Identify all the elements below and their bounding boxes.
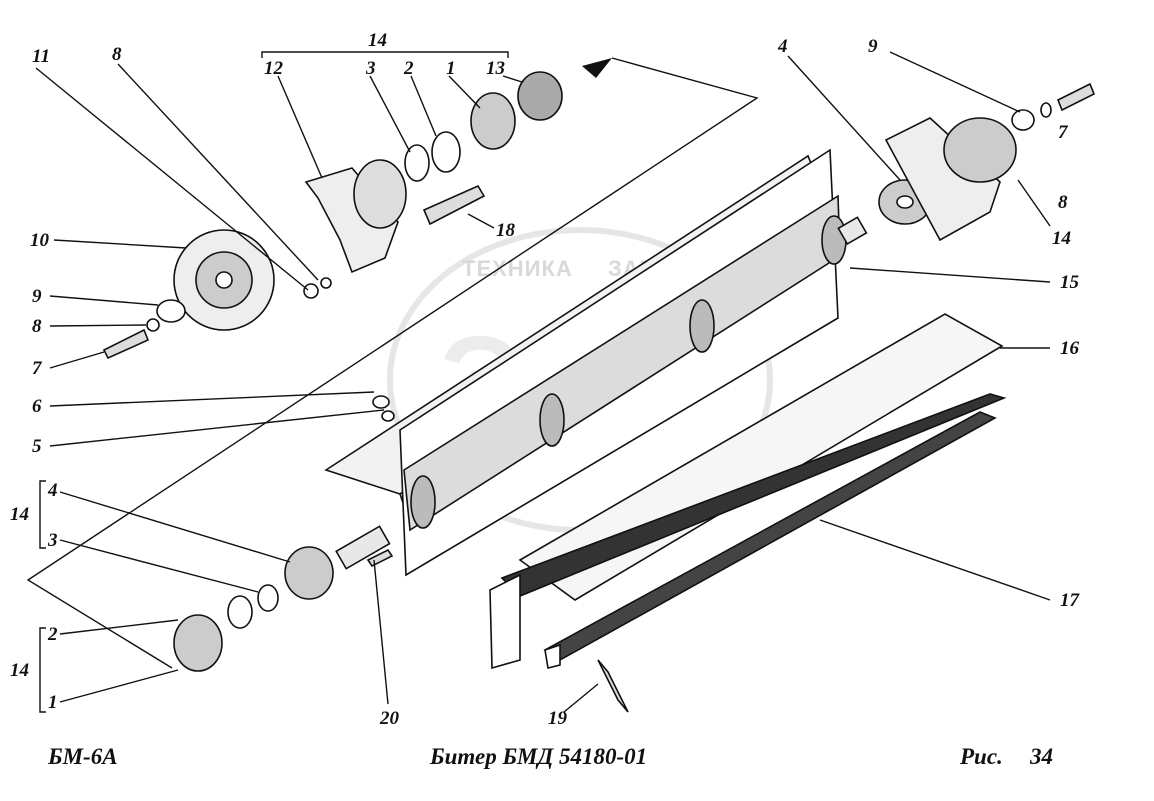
label-14-mid: 14 — [10, 504, 29, 525]
label-10: 10 — [30, 230, 50, 251]
label-13: 13 — [486, 58, 505, 79]
label-7-right: 7 — [1058, 122, 1069, 143]
label-17: 17 — [1060, 590, 1081, 611]
label-18: 18 — [496, 220, 516, 241]
label-3-left: 3 — [47, 530, 58, 551]
label-8-left: 8 — [32, 316, 42, 337]
caption: БМ-6А Битер БМД 54180-01 Рис. 34 — [47, 744, 1053, 769]
channel-17 — [489, 393, 1007, 670]
label-3-top: 3 — [365, 58, 376, 79]
top-bearing-group — [304, 71, 563, 274]
caption-model: БМ-6А — [47, 744, 118, 769]
leader-lines — [35, 51, 1051, 713]
label-1-left: 1 — [48, 692, 58, 713]
label-14-top: 14 — [368, 30, 387, 51]
label-6: 6 — [32, 396, 42, 417]
label-20: 20 — [379, 708, 400, 729]
right-bearing-group — [878, 82, 1096, 242]
label-14-low: 14 — [10, 660, 29, 681]
caption-figure-number: 34 — [1029, 744, 1053, 769]
label-2-top: 2 — [403, 58, 414, 79]
caption-figure-prefix: Рис. — [959, 744, 1003, 769]
label-12: 12 — [264, 58, 284, 79]
label-4-right: 4 — [777, 36, 788, 57]
label-1-top: 1 — [446, 58, 456, 79]
label-15: 15 — [1060, 272, 1080, 293]
assembly-arrow-head — [582, 58, 612, 78]
label-9-left: 9 — [32, 286, 42, 307]
caption-title: Битер БМД 54180-01 — [429, 744, 647, 769]
part-labels: 14 12 3 2 1 13 11 8 4 9 7 8 14 15 16 17 … — [10, 30, 1081, 729]
label-2-left: 2 — [47, 624, 58, 645]
label-9-right: 9 — [868, 36, 878, 57]
watermark-left-text: ТЕХНИКА — [462, 256, 573, 281]
label-16: 16 — [1060, 338, 1080, 359]
label-8-right: 8 — [1058, 192, 1068, 213]
sprocket-group — [102, 229, 332, 360]
beater-tube — [324, 148, 868, 577]
label-8-top: 8 — [112, 44, 122, 65]
assembly-arrow-path — [26, 57, 759, 669]
bottom-left-bearing-group — [173, 395, 629, 713]
label-11: 11 — [32, 46, 50, 67]
label-7-left: 7 — [32, 358, 43, 379]
label-19: 19 — [548, 708, 568, 729]
label-14-right: 14 — [1052, 228, 1071, 249]
label-5: 5 — [32, 436, 42, 457]
label-4-left: 4 — [47, 480, 58, 501]
